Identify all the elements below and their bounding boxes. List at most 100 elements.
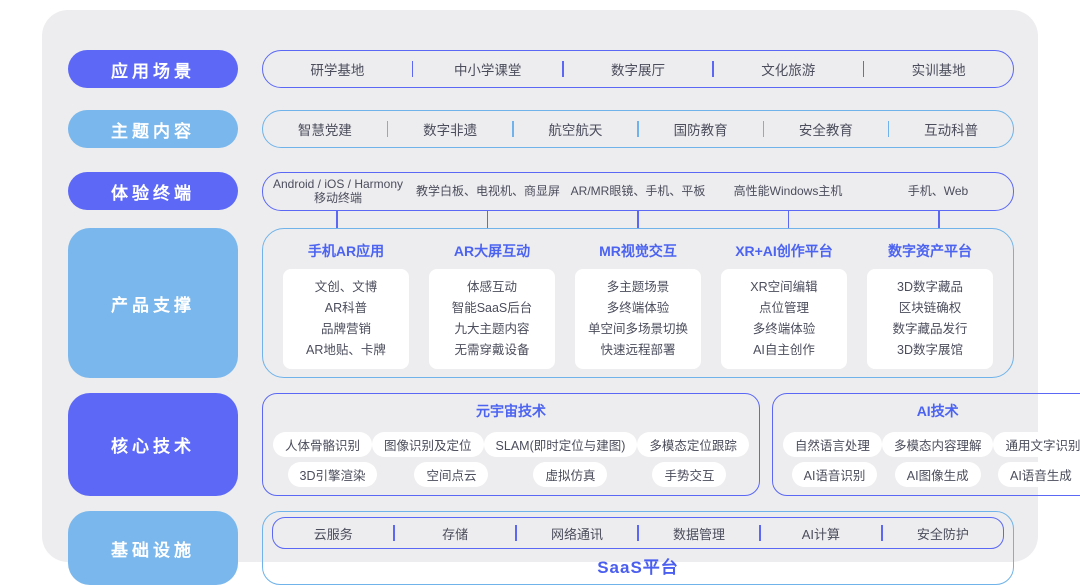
product-feature: 九大主题内容 bbox=[454, 322, 530, 336]
scenario-item: 研学基地 bbox=[310, 63, 365, 78]
product-feature: 多主题场景 bbox=[606, 280, 670, 294]
product-feature: 品牌营销 bbox=[320, 322, 371, 336]
terminal-item: 手机、Web bbox=[907, 183, 969, 198]
tech-pill: 空间点云 bbox=[414, 462, 489, 487]
product-feature: AR科普 bbox=[324, 301, 368, 315]
infra-item: 安全防护 bbox=[916, 526, 969, 542]
product-card: 3D数字藏品 区块链确权 数字藏品发行 3D数字展馆 bbox=[867, 269, 993, 369]
infrastructure-label: 基础设施 bbox=[68, 511, 238, 585]
product-card: 文创、文博 AR科普 品牌营销 AR地贴、卡牌 bbox=[283, 269, 409, 369]
divider bbox=[712, 61, 714, 77]
divider bbox=[862, 61, 865, 77]
infra-item: 云服务 bbox=[313, 526, 353, 542]
terminals-box: Android / iOS / Harmony 移动终端 教学白板、电视机、商显… bbox=[262, 172, 1014, 211]
divider bbox=[562, 61, 564, 77]
product-feature: 多终端体验 bbox=[606, 301, 670, 315]
connector-line bbox=[486, 211, 489, 228]
metaverse-tech-box: 元宇宙技术 人体骨骼识别 图像识别及定位 SLAM(即时定位与建图) 多模态定位… bbox=[262, 393, 760, 496]
product-column: 数字资产平台 3D数字藏品 区块链确权 数字藏品发行 3D数字展馆 bbox=[857, 237, 1003, 369]
product-feature: 快速远程部署 bbox=[600, 343, 676, 357]
product-title: XR+AI创作平台 bbox=[735, 243, 833, 259]
saas-platform-label: SaaS平台 bbox=[597, 558, 679, 577]
terminals-label: 体验终端 bbox=[68, 172, 238, 210]
divider bbox=[515, 525, 517, 541]
product-feature: 点位管理 bbox=[758, 301, 809, 315]
terminal-item: AR/MR眼镜、手机、平板 bbox=[570, 183, 706, 198]
products-box: 手机AR应用 文创、文博 AR科普 品牌营销 AR地贴、卡牌 AR大屏互动 体感… bbox=[262, 228, 1014, 378]
scenarios-box: 研学基地 中小学课堂 数字展厅 文化旅游 实训基地 bbox=[262, 50, 1014, 88]
divider bbox=[637, 525, 639, 541]
theme-item: 航空航天 bbox=[548, 123, 603, 138]
terminal-item: Android / iOS / Harmony 移动终端 bbox=[272, 177, 404, 205]
divider bbox=[762, 121, 764, 137]
product-feature: XR空间编辑 bbox=[750, 280, 818, 294]
tech-pill: AI语音生成 bbox=[997, 462, 1080, 487]
theme-item: 国防教育 bbox=[673, 123, 728, 138]
divider bbox=[411, 61, 414, 77]
tech-pill: SLAM(即时定位与建图) bbox=[483, 432, 638, 457]
terminal-product-connectors bbox=[262, 211, 1014, 228]
tech-pill: 虚拟仿真 bbox=[533, 462, 608, 487]
product-card: 多主题场景 多终端体验 单空间多场景切换 快速远程部署 bbox=[575, 269, 701, 369]
theme-item: 数字非遗 bbox=[423, 123, 478, 138]
product-feature: 区块链确权 bbox=[898, 301, 962, 315]
infra-item: 网络通讯 bbox=[551, 526, 604, 542]
core-tech-label: 核心技术 bbox=[68, 393, 238, 496]
ai-tech-box: AI技术 自然语言处理 多模态内容理解 通用文字识别 AI语音识别 AI图像生成… bbox=[771, 393, 1080, 496]
divider bbox=[637, 121, 639, 137]
themes-box: 智慧党建 数字非遗 航空航天 国防教育 安全教育 互动科普 bbox=[262, 110, 1014, 148]
divider bbox=[512, 121, 514, 137]
metaverse-tech-title: 元宇宙技术 bbox=[475, 403, 546, 419]
row-terminals: 体验终端 Android / iOS / Harmony 移动终端 教学白板、电… bbox=[68, 172, 1014, 211]
terminal-item: 教学白板、电视机、商显屏 bbox=[415, 183, 560, 198]
product-card: 体感互动 智能SaaS后台 九大主题内容 无需穿戴设备 bbox=[429, 269, 555, 369]
divider bbox=[881, 525, 883, 541]
product-card: XR空间编辑 点位管理 多终端体验 AI自主创作 bbox=[721, 269, 847, 369]
product-title: 手机AR应用 bbox=[307, 243, 385, 259]
divider bbox=[393, 525, 395, 541]
scenario-item: 实训基地 bbox=[911, 63, 966, 78]
connector-line bbox=[938, 211, 940, 228]
theme-item: 互动科普 bbox=[924, 123, 979, 138]
product-column: 手机AR应用 文创、文博 AR科普 品牌营销 AR地贴、卡牌 bbox=[273, 237, 419, 369]
themes-label: 主题内容 bbox=[68, 110, 238, 148]
infrastructure-services-box: 云服务 存储 网络通讯 数据管理 AI计算 安全防护 bbox=[272, 517, 1004, 549]
tech-pill: 3D引擎渲染 bbox=[287, 462, 378, 487]
tech-pill: 多模态内容理解 bbox=[881, 432, 994, 457]
row-core-tech: 核心技术 元宇宙技术 人体骨骼识别 图像识别及定位 SLAM(即时定位与建图) … bbox=[68, 393, 1080, 496]
tech-pill: 自然语言处理 bbox=[782, 432, 882, 457]
tech-pill: 人体骨骼识别 bbox=[273, 432, 373, 457]
product-feature: AI自主创作 bbox=[753, 343, 815, 357]
infra-item: 数据管理 bbox=[672, 526, 725, 542]
product-feature: 3D数字藏品 bbox=[897, 280, 963, 294]
connector-line bbox=[336, 211, 338, 228]
product-feature: 数字藏品发行 bbox=[892, 322, 968, 336]
divider bbox=[386, 121, 389, 137]
connector-line bbox=[787, 211, 790, 228]
products-label: 产品支撑 bbox=[68, 228, 238, 378]
product-feature: 无需穿戴设备 bbox=[454, 343, 530, 357]
infrastructure-box: 云服务 存储 网络通讯 数据管理 AI计算 安全防护 SaaS平台 bbox=[262, 511, 1014, 585]
diagram-canvas: 应用场景 研学基地 中小学课堂 数字展厅 文化旅游 实训基地 主题内容 智慧党建… bbox=[42, 10, 1080, 585]
divider bbox=[759, 525, 761, 541]
terminal-item: 高性能Windows主机 bbox=[733, 183, 843, 198]
product-feature: 文创、文博 bbox=[314, 280, 378, 294]
scenario-item: 文化旅游 bbox=[761, 63, 816, 78]
tech-pill: 多模态定位跟踪 bbox=[637, 432, 749, 457]
ai-tech-title: AI技术 bbox=[916, 403, 959, 419]
product-feature: AR地贴、卡牌 bbox=[306, 343, 386, 357]
theme-item: 安全教育 bbox=[798, 123, 853, 138]
product-column: AR大屏互动 体感互动 智能SaaS后台 九大主题内容 无需穿戴设备 bbox=[419, 237, 565, 369]
row-products: 产品支撑 手机AR应用 文创、文博 AR科普 品牌营销 AR地贴、卡牌 AR大屏… bbox=[68, 228, 1014, 378]
product-title: MR视觉交互 bbox=[599, 243, 677, 259]
connector-line bbox=[637, 211, 639, 228]
tech-pill: 图像识别及定位 bbox=[372, 432, 484, 457]
product-column: MR视觉交互 多主题场景 多终端体验 单空间多场景切换 快速远程部署 bbox=[565, 237, 711, 369]
product-feature: 单空间多场景切换 bbox=[587, 322, 688, 336]
theme-item: 智慧党建 bbox=[297, 123, 352, 138]
tech-pill: 手势交互 bbox=[652, 462, 727, 487]
scenarios-label: 应用场景 bbox=[68, 50, 238, 88]
product-column: XR+AI创作平台 XR空间编辑 点位管理 多终端体验 AI自主创作 bbox=[711, 237, 857, 369]
row-themes: 主题内容 智慧党建 数字非遗 航空航天 国防教育 安全教育 互动科普 bbox=[68, 110, 1014, 148]
row-scenarios: 应用场景 研学基地 中小学课堂 数字展厅 文化旅游 实训基地 bbox=[68, 50, 1014, 88]
